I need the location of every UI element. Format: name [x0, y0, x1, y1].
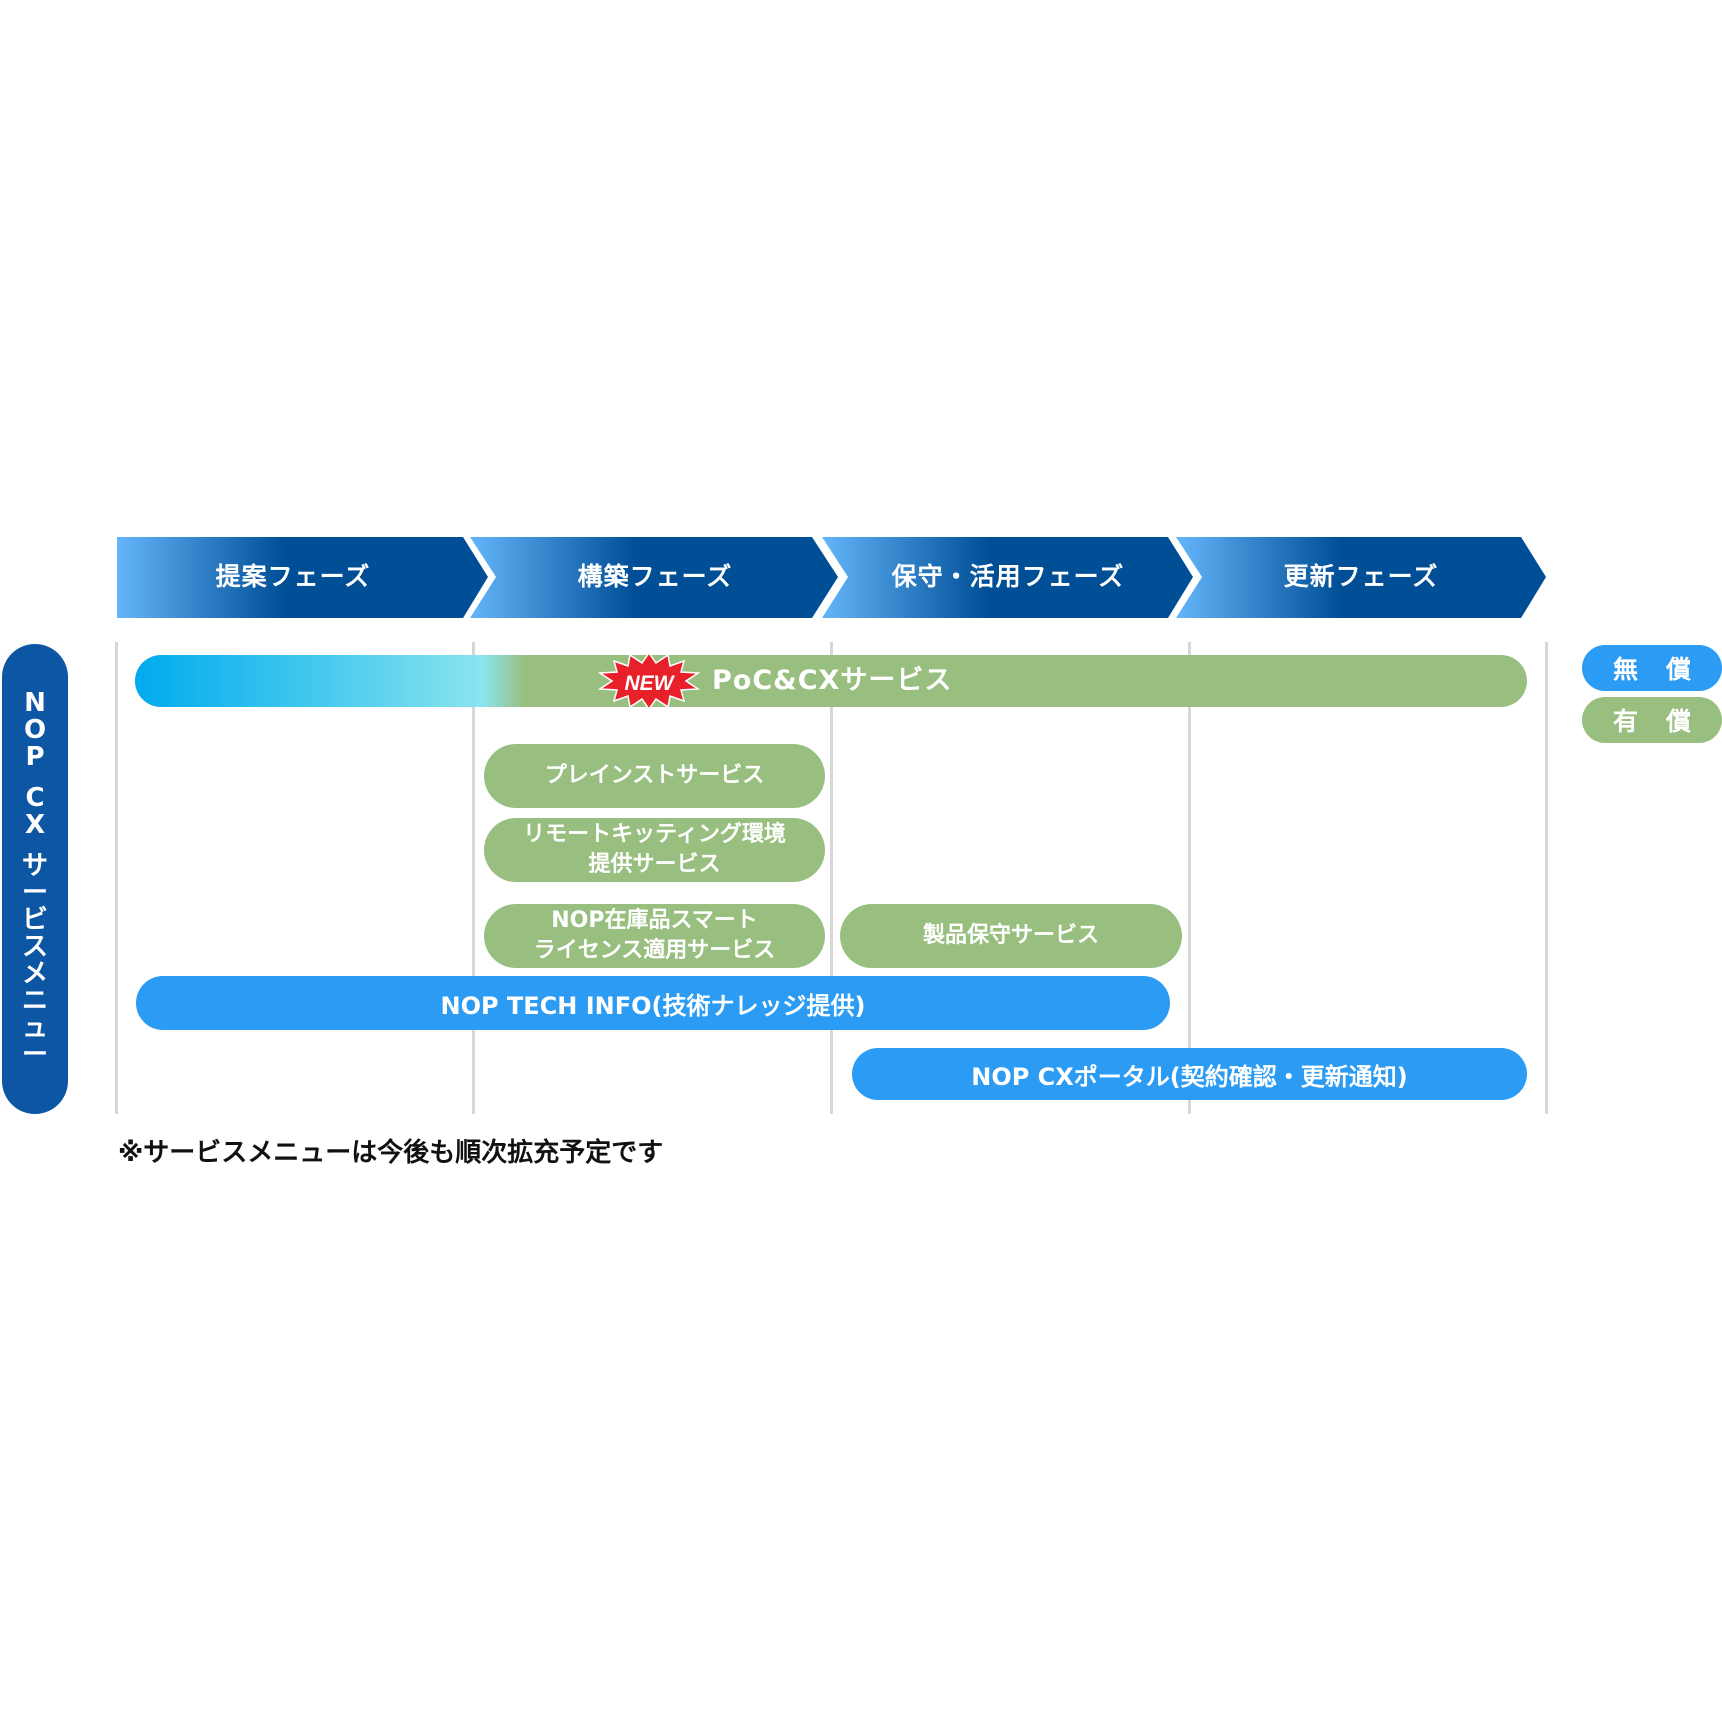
phase-divider: [472, 642, 475, 1114]
side-label-char: N: [24, 687, 46, 718]
remote-kitting-service-label: リモートキッティング環境 提供サービス: [523, 822, 786, 877]
legend-free: 無償: [1582, 645, 1722, 691]
preinstall-service-label: プレインストサービス: [544, 763, 765, 788]
cx-portal-service-label: NOP CXポータル(契約確認・更新通知): [971, 1062, 1408, 1091]
side-label-char: ビ: [21, 904, 48, 935]
phase-arrow-proposal: [117, 537, 488, 618]
tech-info-service: NOP TECH INFO(技術ナレッジ提供): [136, 976, 1170, 1030]
poc-cx-service-label: PoC&CXサービス: [712, 665, 953, 696]
poc-cx-service-bar: [135, 655, 1527, 707]
phase-label-maintenance: 保守・活用フェーズ: [891, 562, 1125, 591]
phase-arrow-renewal: [1176, 537, 1546, 618]
side-label-char: C: [25, 782, 45, 813]
side-label-char: サ: [21, 850, 48, 881]
smart-license-service: NOP在庫品スマート ライセンス適用サービス: [484, 904, 825, 968]
side-label-char: ー: [21, 1039, 48, 1070]
phase-arrow-build: [470, 537, 838, 618]
phase-divider: [115, 642, 118, 1114]
side-label-char: ス: [21, 931, 48, 962]
cx-portal-service: NOP CXポータル(契約確認・更新通知): [852, 1048, 1527, 1100]
side-label-char: X: [24, 809, 46, 840]
legend-paid-label: 有償: [1612, 707, 1719, 736]
side-label-char: ニ: [21, 985, 48, 1016]
phase-arrows: [117, 537, 1546, 618]
new-badge-icon: NEW: [598, 651, 700, 711]
tech-info-service-label: NOP TECH INFO(技術ナレッジ提供): [440, 991, 866, 1020]
phase-label-build: 構築フェーズ: [577, 562, 733, 591]
product-maintenance-service-label: 製品保守サービス: [922, 923, 1099, 948]
phase-divider: [830, 642, 833, 1114]
footnote: ※サービスメニューは今後も順次拡充予定です: [118, 1138, 664, 1168]
side-label-char: ー: [21, 877, 48, 908]
legend-paid: 有償: [1582, 697, 1722, 743]
phase-arrow-maintenance: [822, 537, 1193, 618]
side-label-char: ュ: [21, 1012, 48, 1043]
remote-kitting-service: リモートキッティング環境 提供サービス: [484, 818, 825, 882]
side-label-char: O: [23, 714, 47, 745]
phase-divider: [1188, 642, 1191, 1114]
side-label-char: メ: [21, 958, 48, 989]
preinstall-service: プレインストサービス: [484, 744, 825, 808]
new-badge-text: NEW: [625, 672, 676, 695]
phase-divider: [1545, 642, 1548, 1114]
product-maintenance-service: 製品保守サービス: [840, 904, 1182, 968]
legend-free-label: 無償: [1612, 655, 1719, 684]
side-label-char: P: [25, 741, 45, 772]
smart-license-service-label: NOP在庫品スマート ライセンス適用サービス: [533, 908, 776, 963]
phase-label-renewal: 更新フェーズ: [1283, 562, 1439, 591]
phase-label-proposal: 提案フェーズ: [215, 562, 371, 591]
